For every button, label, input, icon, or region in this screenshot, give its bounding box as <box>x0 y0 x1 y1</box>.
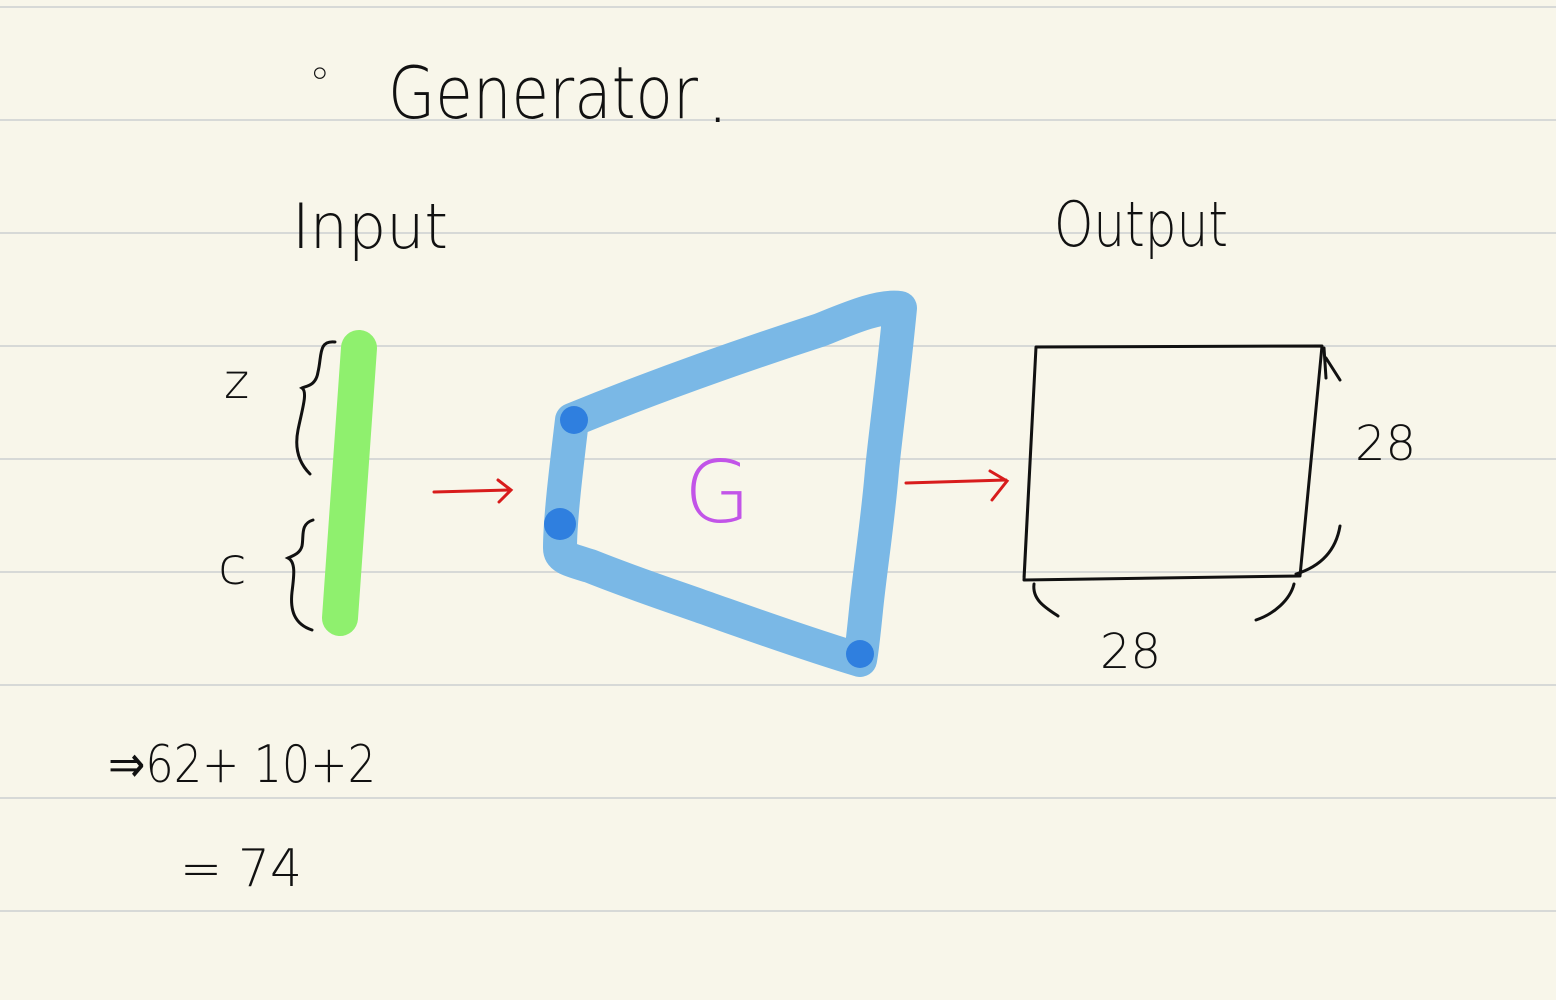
output-width-brace-left <box>1032 582 1060 618</box>
generator-corner-dot <box>544 508 576 540</box>
ruled-lines <box>0 6 1556 912</box>
title-bullet: ◦ <box>308 52 332 98</box>
z-brace <box>295 340 337 476</box>
output-image-box <box>1022 344 1324 582</box>
z-label: z <box>224 354 249 410</box>
title-period: . <box>712 90 723 131</box>
arrow-input-to-generator <box>432 478 514 504</box>
generator-corner-dot <box>846 640 874 668</box>
arrow-head <box>496 478 514 504</box>
arrow-generator-to-output <box>904 469 1010 502</box>
generator-label: G <box>684 443 751 543</box>
calculation-line-1: ⇒62+ 10+2 <box>108 735 376 795</box>
calculation-line-2: = 74 <box>180 839 302 899</box>
output-box-top-tick <box>1322 346 1342 382</box>
output-heading: Output <box>1054 188 1228 261</box>
generator-shape <box>543 290 917 677</box>
arrow-shaft <box>904 478 1008 485</box>
c-brace <box>284 518 315 632</box>
output-width-brace-right <box>1254 582 1296 622</box>
input-vector-bar <box>322 330 377 636</box>
c-label: c <box>218 537 247 597</box>
page-title: Generator <box>388 51 698 135</box>
output-height-label: 28 <box>1355 416 1416 472</box>
input-heading: Input <box>292 190 448 263</box>
output-height-brace <box>1294 524 1342 576</box>
arrow-shaft <box>432 488 512 494</box>
arrow-head <box>988 469 1010 502</box>
generator-corner-dot <box>560 406 588 434</box>
output-width-label: 28 <box>1100 624 1161 680</box>
